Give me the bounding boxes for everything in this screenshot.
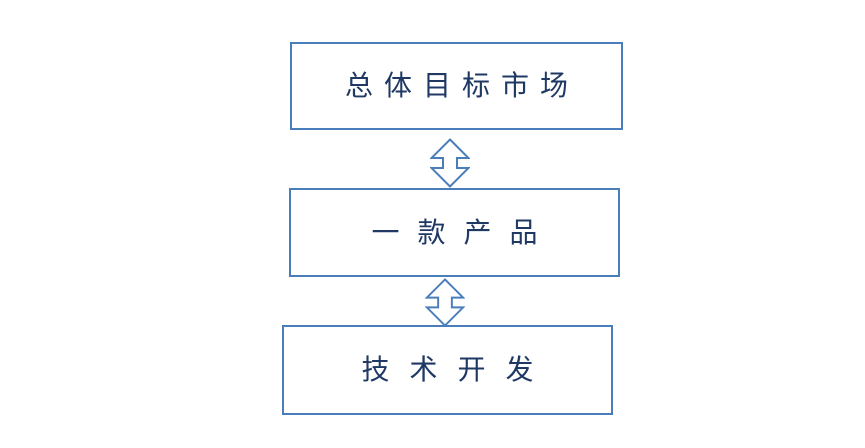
double-arrow-icon <box>425 278 465 327</box>
node-product-label: 一款产品 <box>371 216 556 248</box>
node-tech-development-label: 技术开发 <box>361 354 554 385</box>
double-arrow-icon <box>430 138 470 188</box>
node-target-market-label: 总体目标市场 <box>344 70 579 101</box>
node-tech-development: 技术开发 <box>282 325 613 415</box>
node-target-market: 总体目标市场 <box>290 42 623 130</box>
node-product: 一款产品 <box>289 188 620 277</box>
